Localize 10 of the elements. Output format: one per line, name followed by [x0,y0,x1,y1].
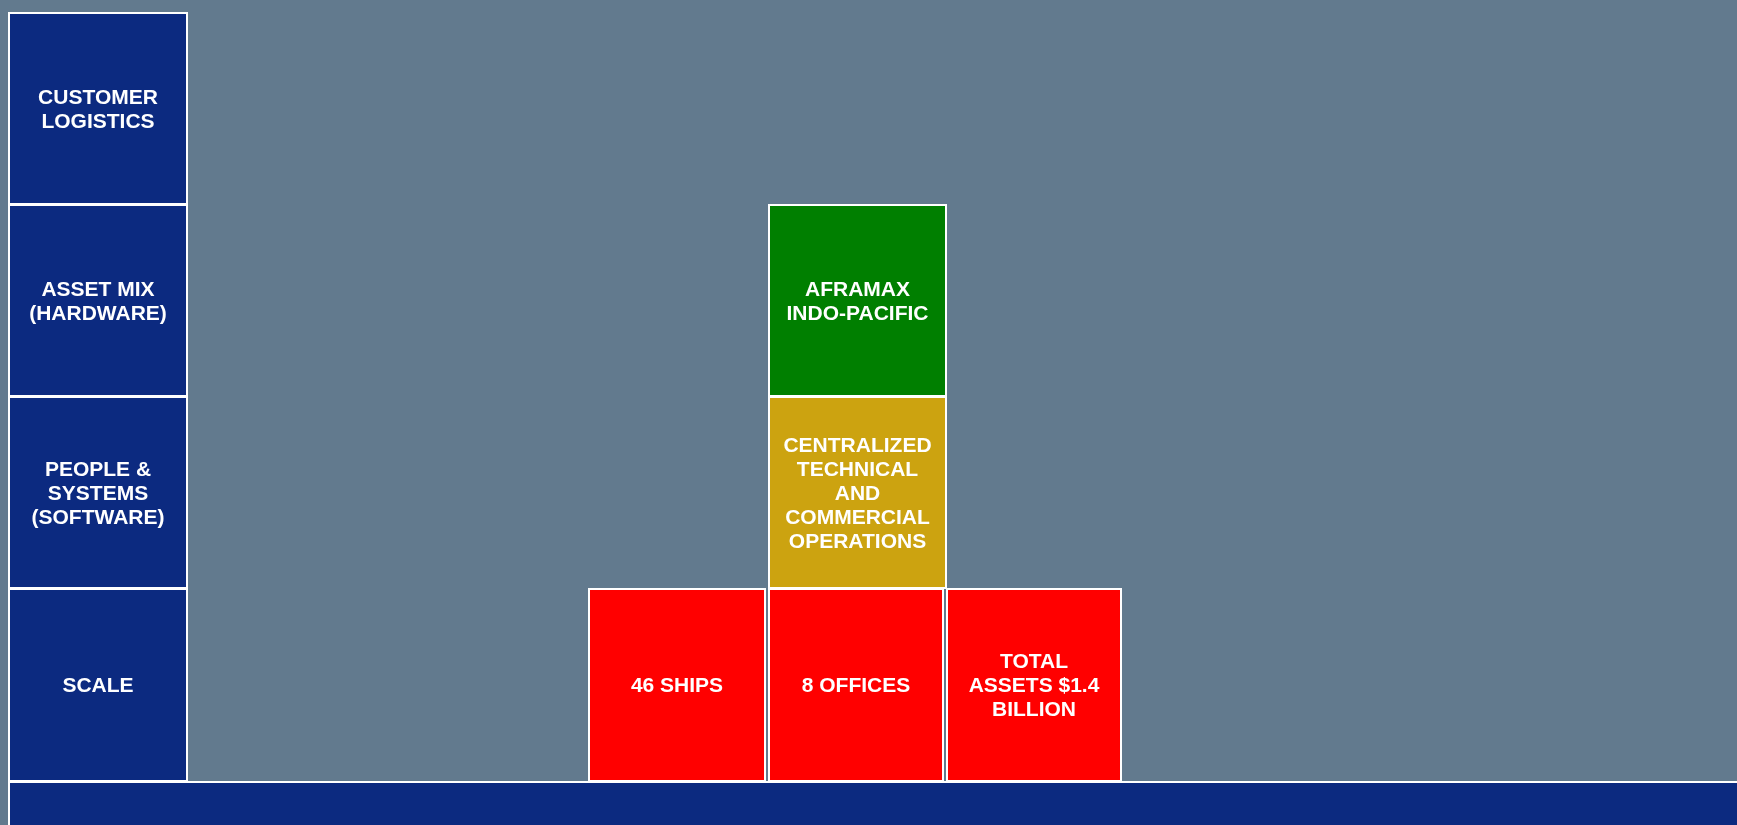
row-header: PEOPLE & SYSTEMS (SOFTWARE) [8,396,188,589]
base-bar [8,781,1737,825]
row-header: ASSET MIX (HARDWARE) [8,204,188,397]
row-header: CUSTOMER LOGISTICS [8,12,188,205]
category-block: TOTAL ASSETS $1.4 BILLION [946,588,1122,782]
category-block: 8 OFFICES [768,588,944,782]
row-header: SCALE [8,588,188,782]
category-block: 46 SHIPS [588,588,766,782]
category-block: AFRAMAX INDO-PACIFIC [768,204,947,397]
category-block: CENTRALIZED TECHNICAL AND COMMERCIAL OPERATIONS [768,396,947,589]
